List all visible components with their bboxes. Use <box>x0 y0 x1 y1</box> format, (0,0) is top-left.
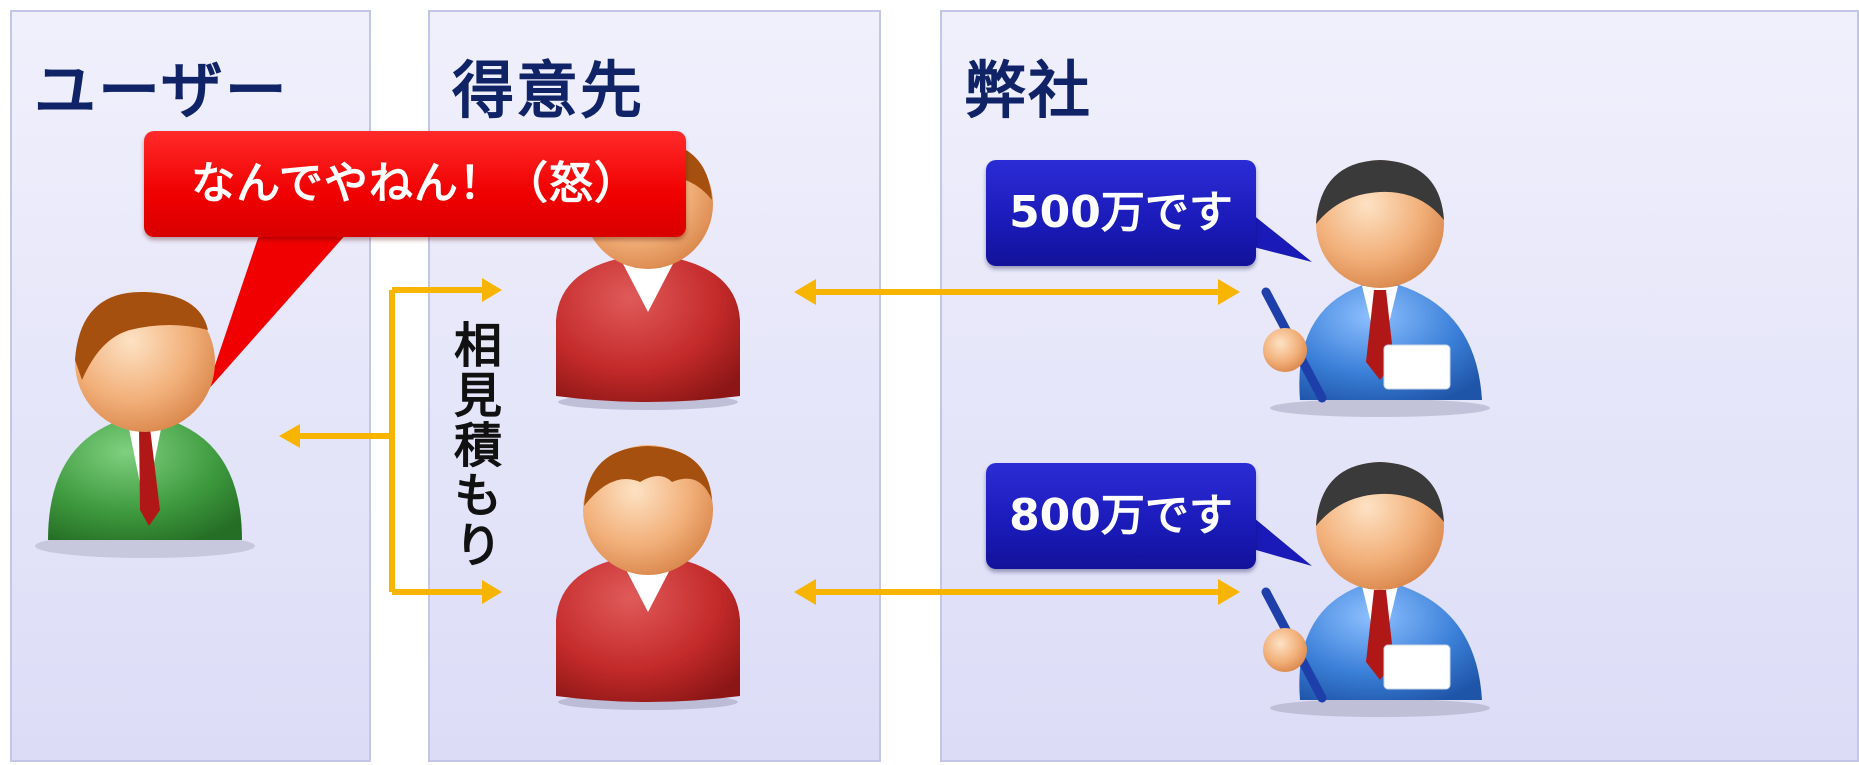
client-column-title: 得意先 <box>452 54 645 127</box>
blue-callout-tail-2 <box>1242 508 1312 566</box>
arrowhead-bottom-right <box>482 580 502 604</box>
quote-arrow-1 <box>794 279 1240 305</box>
company-person-icon-1 <box>1261 160 1490 417</box>
company-person-icon-2 <box>1261 462 1490 717</box>
quote-bubble-1: 500万です <box>986 160 1256 266</box>
connector-label: 相見積もり <box>445 320 501 570</box>
red-callout-tail <box>206 232 348 392</box>
quote-arrow-2 <box>794 579 1240 605</box>
arrowhead-to-user <box>279 424 300 448</box>
quote-bubble-2: 800万です <box>986 463 1256 569</box>
arrowhead-top-right <box>482 278 502 302</box>
client-person-icon-2 <box>556 445 740 710</box>
user-person-icon <box>35 291 255 558</box>
blue-callout-tail-1 <box>1242 206 1312 262</box>
bracket-arrows <box>300 287 490 595</box>
company-column-title: 弊社 <box>964 54 1093 127</box>
user-speech-bubble: なんでやねん！（怒） <box>144 131 686 237</box>
user-column-title: ユーザー <box>34 54 289 127</box>
